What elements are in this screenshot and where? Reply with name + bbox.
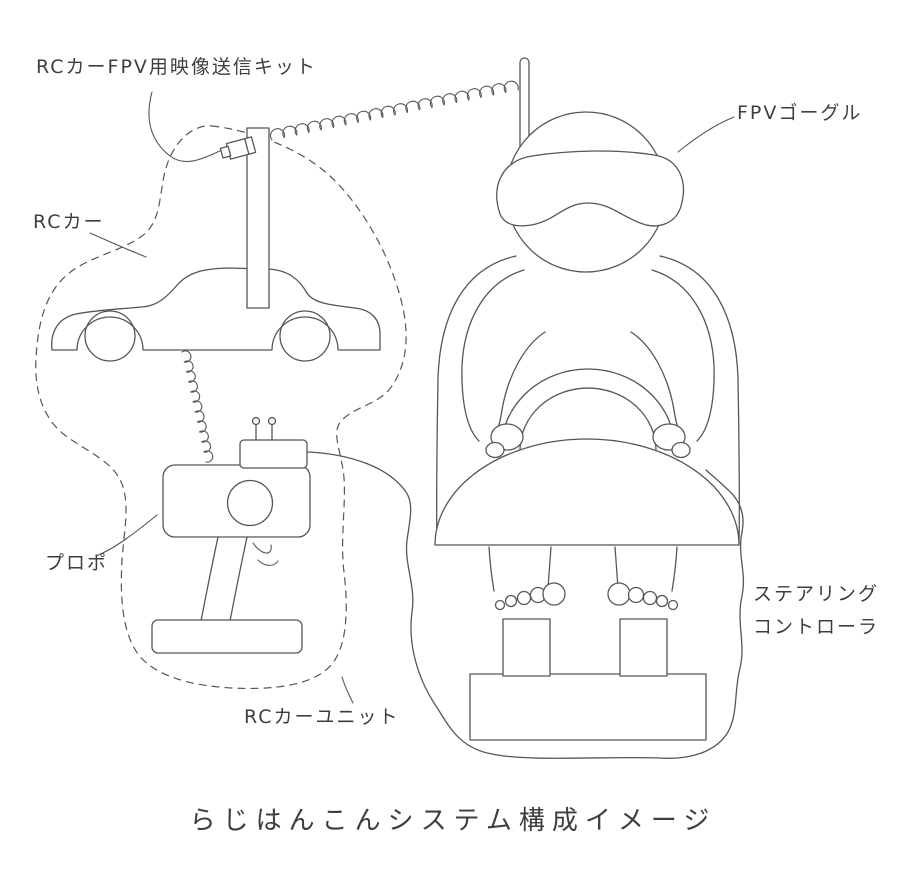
fpv-kit-group xyxy=(220,128,269,308)
label-steering-line2: コントローラ xyxy=(753,615,880,638)
propo-coil-cable xyxy=(182,351,213,462)
fpv-goggles-shape xyxy=(497,151,684,226)
right-pedal xyxy=(620,619,667,676)
right-leg-inner xyxy=(615,547,618,588)
right-arm-outer xyxy=(652,270,714,441)
propo-pin-left-tip xyxy=(253,418,260,425)
right-leg-outer xyxy=(672,547,677,591)
torso-left-edge xyxy=(437,256,516,544)
propo-antenna-box xyxy=(240,440,307,468)
camera-mast xyxy=(247,128,269,308)
label-fpv-kit: RCカーFPV用映像送信キット xyxy=(36,56,317,78)
leader-lines xyxy=(90,92,734,703)
left-leg-outer xyxy=(489,547,494,591)
leader-rc-car-unit xyxy=(342,677,353,703)
left-hand-thumb xyxy=(486,443,504,458)
label-steering-line1: ステアリング xyxy=(753,583,880,605)
car-front-wheel xyxy=(85,311,135,361)
wheel-inner-rim xyxy=(520,388,656,450)
car-body xyxy=(52,268,380,350)
left-arm-outer xyxy=(462,270,524,441)
propo-steer-wheel xyxy=(228,481,273,526)
propo-transmitter-group xyxy=(152,418,310,654)
car-rear-wheel xyxy=(280,311,330,361)
diagram-title: らじはんこんシステム構成イメージ xyxy=(189,806,717,836)
video-coil-cable xyxy=(271,81,519,140)
label-steering-controller: ステアリング コントローラ xyxy=(753,582,879,647)
propo-base xyxy=(152,620,302,653)
steering-controller-outline xyxy=(308,452,743,758)
leader-rc-car xyxy=(90,233,146,257)
legs-feet-group xyxy=(489,547,678,610)
hands-group xyxy=(486,424,690,458)
label-rc-car-unit: RCカーユニット xyxy=(244,706,400,728)
rc-car-group xyxy=(52,268,380,361)
propo-grip-left-edge xyxy=(201,537,218,621)
wheel-outer-rim xyxy=(501,369,675,450)
label-fpv-goggles: FPVゴーグル xyxy=(737,102,863,124)
person-group xyxy=(437,58,740,544)
leader-propo xyxy=(96,515,157,556)
propo-grip-right-edge xyxy=(230,537,247,621)
label-rc-car: RCカー xyxy=(33,211,105,233)
steering-wheel-group xyxy=(501,369,675,450)
dashboard-dome xyxy=(435,439,739,545)
propo-pin-right-tip xyxy=(269,418,276,425)
propo-trigger-guard xyxy=(258,560,278,565)
torso-right-edge xyxy=(660,256,739,544)
left-leg-inner xyxy=(548,547,551,588)
right-hand-thumb xyxy=(672,443,690,458)
leader-fpv-kit xyxy=(149,92,222,162)
label-propo: プロポ xyxy=(45,552,109,574)
propo-trigger xyxy=(253,543,271,553)
leader-fpv-goggles xyxy=(678,117,734,152)
right-foot-toes xyxy=(608,583,678,610)
fpv-camera-icon xyxy=(220,137,256,161)
pedals-group xyxy=(503,619,667,676)
left-foot-toes xyxy=(496,583,566,610)
propo-body xyxy=(163,465,310,537)
platform-base xyxy=(470,674,706,740)
left-pedal xyxy=(503,619,550,676)
